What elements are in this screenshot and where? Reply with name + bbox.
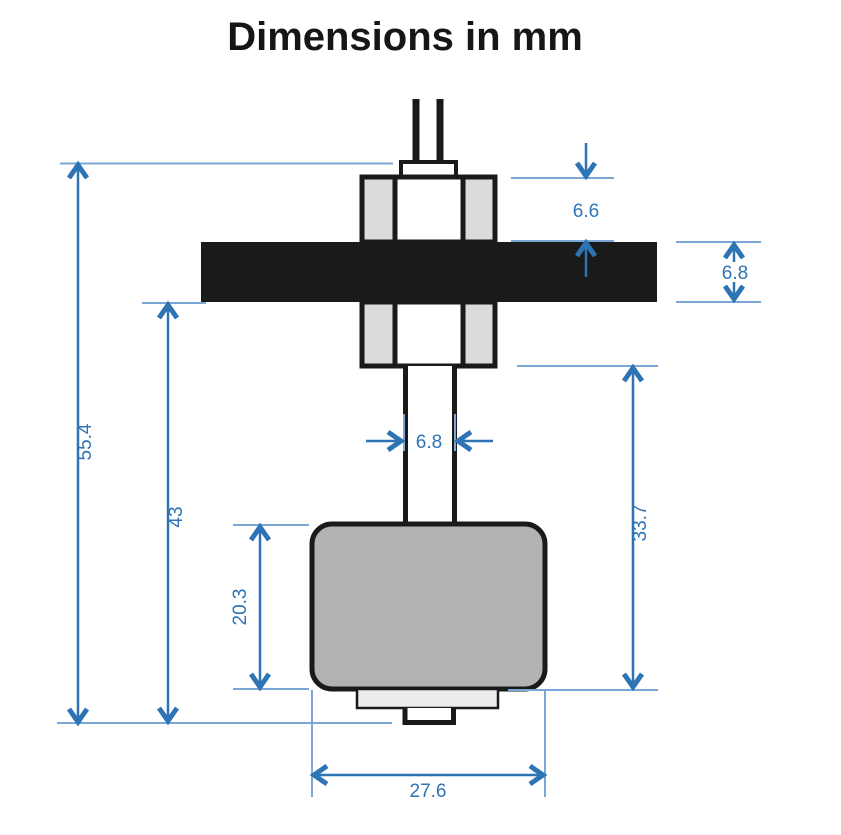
dim-above-panel: 6.6 <box>511 143 614 277</box>
arrow-left-icon <box>309 763 329 787</box>
dim-label-float-height: 20.3 <box>230 589 251 626</box>
dim-panel-thickness: 6.8 <box>676 240 761 304</box>
end-stub <box>402 708 456 725</box>
wire-right <box>436 99 444 165</box>
page-title: Dimensions in mm <box>227 15 583 59</box>
arrow-right-icon <box>386 429 406 453</box>
stem <box>403 366 457 526</box>
arrow-up-icon <box>66 160 90 180</box>
lower-nut-center <box>392 299 466 369</box>
arrow-up-icon <box>248 522 272 542</box>
dim-label-nut-to-float-bottom: 33.7 <box>630 505 651 542</box>
arrow-down-icon <box>621 672 645 692</box>
arrow-up-icon <box>621 363 645 383</box>
dim-label-panel-thickness: 6.8 <box>722 263 748 284</box>
dim-float-width: 27.6 <box>309 690 548 802</box>
arrow-left-icon <box>453 429 473 453</box>
stem-left-wall <box>403 366 408 526</box>
arrow-down-icon <box>66 707 90 727</box>
dim-float-height: 20.3 <box>230 522 309 692</box>
dim-nut-to-float-bottom: 33.7 <box>508 363 658 692</box>
dim-label-float-width: 27.6 <box>410 781 447 802</box>
arrow-down-icon <box>156 706 180 726</box>
dim-label-stem-width: 6.8 <box>416 432 442 453</box>
arrow-right-icon <box>528 763 548 787</box>
dim-label-below-panel: 43 <box>166 506 187 527</box>
dim-total-height: 55.4 <box>57 160 393 727</box>
arrow-down-icon <box>248 672 272 692</box>
dim-stem-width: 6.8 <box>366 414 493 453</box>
arrow-up-icon <box>574 238 598 258</box>
dim-below-panel: 43 <box>142 300 206 726</box>
arrow-down-icon <box>574 161 598 181</box>
retaining-clip <box>355 687 500 710</box>
dim-label-above-panel: 6.6 <box>573 201 599 222</box>
upper-nut-center <box>392 174 466 245</box>
arrow-up-icon <box>156 300 180 320</box>
dim-label-total-height: 55.4 <box>75 423 96 460</box>
arrow-up-icon <box>722 240 746 260</box>
arrow-down-icon <box>722 284 746 304</box>
float-switch-body <box>201 99 657 725</box>
wire-left <box>412 99 420 165</box>
float <box>309 521 548 692</box>
